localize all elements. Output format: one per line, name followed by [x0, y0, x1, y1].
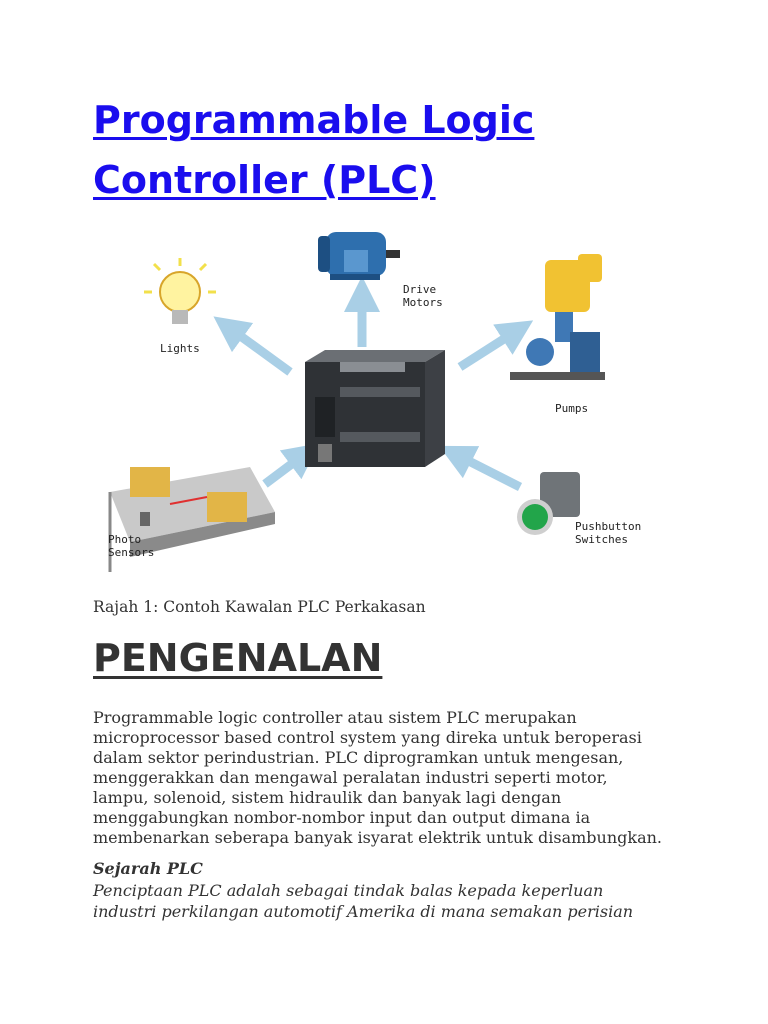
- plc-diagram-figure: Drive Motors Lights Pumps: [100, 222, 660, 580]
- paragraph-line: membenarkan seberapa banyak isyarat elek…: [93, 828, 662, 847]
- pushbutton-icon: [517, 472, 580, 535]
- figure-caption: Rajah 1: Contoh Kawalan PLC Perkakasan: [93, 598, 426, 616]
- label-lights: Lights: [160, 342, 200, 355]
- label-switches: Switches: [575, 533, 628, 546]
- plc-unit-icon: [305, 350, 445, 467]
- paragraph-line: lampu, solenoid, sistem hidraulik dan ba…: [93, 788, 562, 807]
- section-heading: PENGENALAN: [93, 636, 383, 680]
- paragraph-line: menggabungkan nombor-nombor input dan ou…: [93, 808, 591, 827]
- history-paragraph: Penciptaan PLC adalah sebagai tindak bal…: [93, 880, 693, 922]
- label-pushbutton: Pushbutton: [575, 520, 641, 533]
- label-pumps: Pumps: [555, 402, 588, 415]
- paragraph-line: dalam sektor perindustrian. PLC diprogra…: [93, 748, 624, 767]
- history-line: industri perkilangan automotif Amerika d…: [93, 902, 634, 921]
- paragraph-line: menggerakkan dan mengawal peralatan indu…: [93, 768, 608, 787]
- intro-paragraph: Programmable logic controller atau siste…: [93, 708, 693, 848]
- arrows: [213, 276, 534, 492]
- history-line: Penciptaan PLC adalah sebagai tindak bal…: [93, 881, 604, 900]
- photo-sensor-conveyor-icon: [108, 467, 275, 572]
- drive-motor-icon: [318, 232, 400, 280]
- arrow-from-sensors: [262, 443, 320, 488]
- paragraph-line: microprocessor based control system yang…: [93, 728, 642, 747]
- pump-icon: [510, 254, 605, 380]
- label-sensors: Sensors: [108, 546, 154, 559]
- plc-diagram: Drive Motors Lights Pumps: [108, 232, 641, 572]
- subheading-history: Sejarah PLC: [93, 859, 203, 878]
- title-line-2[interactable]: Controller (PLC): [93, 158, 436, 202]
- arrow-from-pushbutton: [438, 445, 523, 492]
- light-bulb-icon: [144, 258, 216, 324]
- label-drive: Drive: [403, 283, 436, 296]
- paragraph-line: Programmable logic controller atau siste…: [93, 708, 577, 727]
- arrow-to-pumps: [457, 320, 534, 371]
- arrow-to-lights: [213, 316, 293, 376]
- title-line-1[interactable]: Programmable Logic: [93, 98, 535, 142]
- label-motors: Motors: [403, 296, 443, 309]
- label-photo: Photo: [108, 533, 141, 546]
- page-title-link[interactable]: Programmable Logic Controller (PLC): [93, 90, 693, 210]
